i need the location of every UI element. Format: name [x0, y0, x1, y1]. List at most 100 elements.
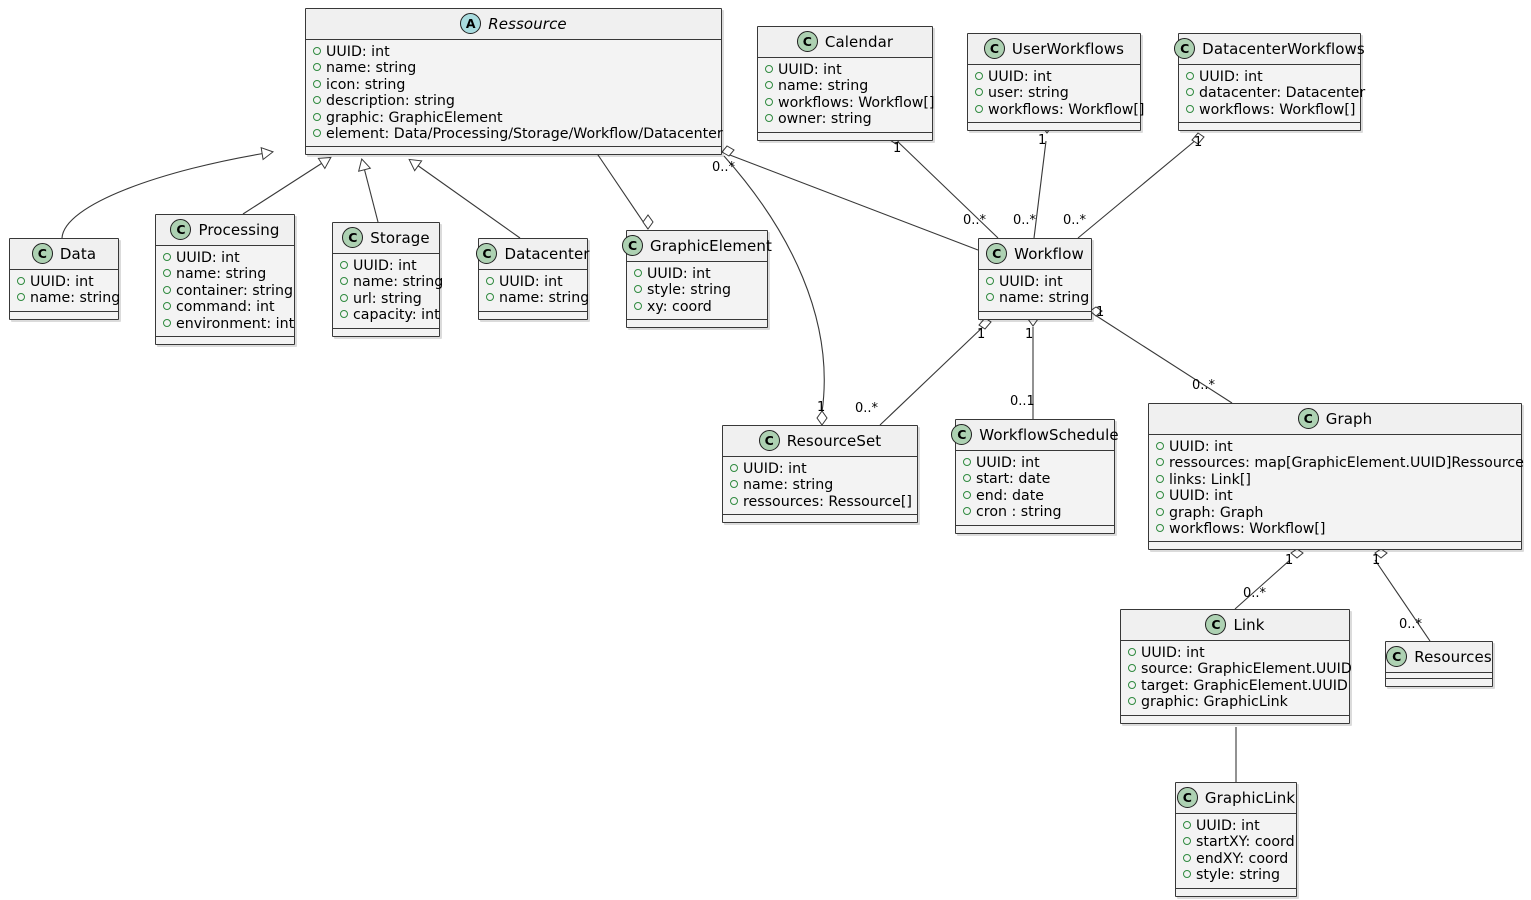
visibility-public-icon [1128, 648, 1136, 656]
attribute-text: ressources: Ressource[] [743, 493, 912, 510]
multiplicity-label: 1 [893, 141, 902, 156]
attribute-row: UUID: int [1183, 818, 1290, 834]
attribute-row: graphic: GraphicLink [1128, 694, 1343, 710]
attribute-text: datacenter: Datacenter [1199, 85, 1366, 102]
multiplicity-label: 0..* [1192, 378, 1216, 393]
attribute-text: style: string [1196, 867, 1281, 884]
attribute-text: name: string [778, 78, 869, 95]
visibility-public-icon [730, 480, 738, 489]
attribute-row: UUID: int [1156, 439, 1515, 455]
visibility-public-icon [17, 293, 25, 302]
attribute-row: element: Data/Processing/Storage/Workflo… [313, 126, 723, 142]
class-name-resources: Resources [1414, 647, 1492, 666]
multiplicity-label: 0..* [1399, 617, 1423, 632]
class-methods-storage [333, 328, 439, 336]
visibility-public-icon [765, 65, 773, 73]
attribute-text: end: date [976, 487, 1045, 504]
attribute-row: endXY: coord [1183, 851, 1290, 867]
attribute-row: name: string [163, 266, 288, 282]
attribute-text: element: Data/Processing/Storage/Workflo… [326, 126, 723, 143]
class-attributes-resources [1386, 673, 1492, 679]
attribute-row: ressources: map[GraphicElement.UUID]Ress… [1156, 455, 1524, 471]
attribute-text: cron : string [976, 504, 1062, 521]
attribute-row: name: string [486, 290, 589, 306]
attribute-row: graphic: GraphicElement [313, 110, 715, 126]
attribute-text: owner: string [778, 111, 872, 128]
attribute-row: style: string [634, 282, 761, 298]
visibility-public-icon [313, 63, 321, 72]
visibility-public-icon [17, 277, 25, 285]
attribute-text: UUID: int [999, 274, 1063, 290]
attribute-text: UUID: int [778, 62, 842, 78]
attribute-text: xy: coord [647, 298, 712, 315]
multiplicity-label: 0..* [1013, 213, 1037, 228]
visibility-public-icon [765, 81, 773, 90]
attribute-text: UUID: int [30, 274, 94, 290]
class-icon: C [476, 243, 498, 264]
visibility-public-icon [1156, 524, 1164, 533]
attribute-row: description: string [313, 93, 715, 109]
class-methods-graphicelement [627, 320, 767, 328]
attribute-text: name: string [999, 290, 1090, 307]
attribute-row: graph: Graph [1156, 505, 1515, 521]
class-methods-resourceset [723, 515, 917, 523]
attribute-row: UUID: int [963, 455, 1108, 471]
attribute-text: icon: string [326, 76, 406, 93]
class-icon: C [342, 227, 364, 248]
attribute-text: workflows: Workflow[] [778, 94, 935, 111]
attribute-text: graph: Graph [1169, 504, 1264, 521]
class-name-datacenter: Datacenter [504, 244, 590, 263]
multiplicity-label: 0..* [1243, 586, 1267, 601]
edge-datacenterworkflows-workflow [1077, 139, 1197, 239]
multiplicity-label: 0..* [712, 160, 736, 175]
class-icon: C [1297, 408, 1319, 429]
attribute-text: user: string [988, 85, 1069, 102]
visibility-public-icon [1156, 442, 1164, 450]
edge-workflow-resourceset [879, 324, 986, 426]
attribute-row: UUID: int [1128, 645, 1343, 661]
attribute-text: environment: int [176, 315, 295, 332]
attribute-row: workflows: Workflow[] [765, 95, 934, 111]
attribute-text: description: string [326, 93, 455, 110]
visibility-public-icon [1156, 458, 1164, 467]
attribute-row: ressources: Ressource[] [730, 493, 912, 510]
visibility-public-icon [313, 79, 321, 88]
edge-storage-ressource [357, 158, 379, 223]
multiplicity-label: 1 [817, 400, 826, 415]
attribute-text: startXY: coord [1196, 834, 1295, 851]
attribute-text: UUID: int [1141, 645, 1205, 661]
attribute-row: name: string [17, 290, 120, 306]
class-methods-workflowschedule [956, 525, 1114, 533]
attribute-row: UUID: int [313, 44, 715, 60]
attribute-text: workflows: Workflow[] [1169, 521, 1326, 538]
attribute-text: workflows: Workflow[] [1199, 101, 1356, 118]
visibility-public-icon [313, 47, 321, 55]
visibility-public-icon [975, 72, 983, 80]
class-methods-datacenterworkflows [1179, 123, 1360, 131]
class-icon: C [170, 219, 192, 240]
